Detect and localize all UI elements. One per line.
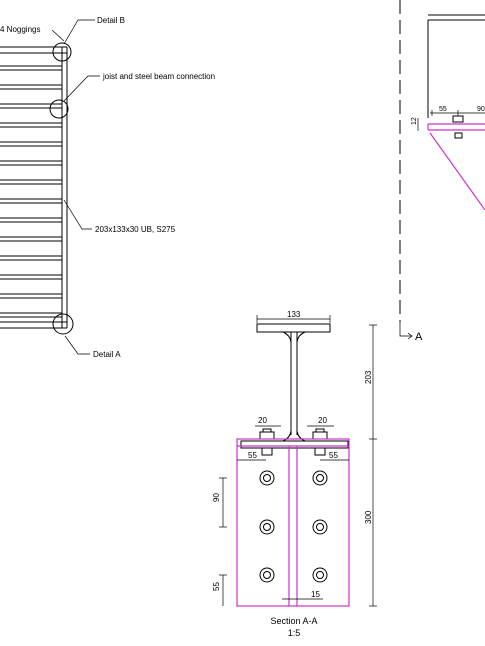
bolt-offset-right-dim: 20 [318,416,327,425]
section-cut-line: A [399,0,423,343]
noggings-label: 4 Noggings [0,25,40,34]
section-marker-a: A [415,331,423,343]
flange-bolts [259,428,328,456]
plate-height-dim: 300 [364,510,373,524]
joist-frame [0,46,68,329]
joist-connection-label: joist and steel beam connection [102,72,215,81]
end-plate [236,438,350,607]
ub-section [240,323,349,449]
edge-right-dim: 55 [329,451,338,460]
beam-depth-dim: 203 [364,370,373,384]
right-dim-90: 90 [477,106,485,113]
beam-spec-label: 203x133x30 UB, S275 [95,225,176,234]
plate-bolts [259,470,328,583]
detail-a-circle [52,313,74,335]
detail-b-label: Detail B [97,16,125,25]
joist-connection-circle [49,99,69,119]
right-dim-55: 55 [439,106,447,113]
detail-b-circle [52,42,72,62]
section-scale: 1:5 [288,628,301,638]
bolt-offset-left-dim: 20 [258,416,267,425]
bolt-pitch-dim: 90 [212,493,221,502]
right-dim-12: 12 [411,117,418,125]
detail-a-label: Detail A [93,350,121,359]
flange-width-dim: 133 [287,310,301,319]
edge-left-dim: 55 [248,451,257,460]
gap-dim: 15 [311,590,320,599]
elevation-view: 55 90 12 [411,14,485,211]
section-title: Section A-A [270,616,317,626]
bottom-edge-dim: 55 [212,582,221,591]
